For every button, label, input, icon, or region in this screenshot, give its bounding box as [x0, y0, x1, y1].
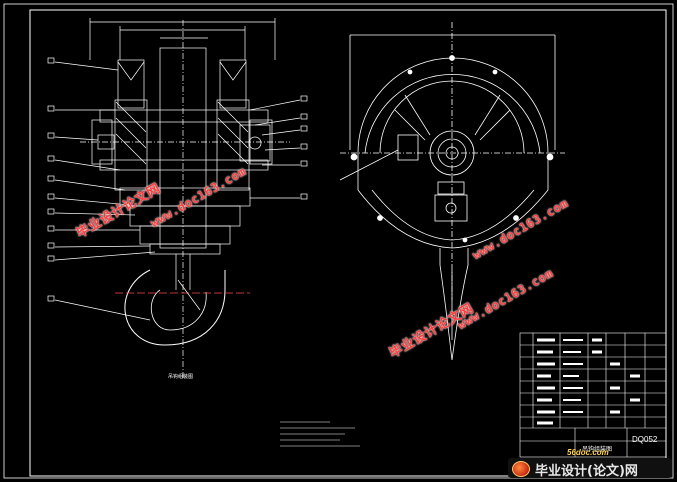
front-section-view [47, 18, 308, 380]
title-block [519, 332, 667, 458]
site-url: 56doc.com [567, 448, 609, 457]
brand-text: 毕业设计(论文)网 [535, 464, 638, 479]
brand-banner [508, 458, 672, 478]
drawing-name: 吊钩组装图 [582, 447, 613, 453]
brand-logo-icon [512, 461, 530, 477]
drawing-frame [29, 9, 667, 477]
technical-notes [280, 421, 360, 447]
view-label: 吊钩组装图 [168, 374, 194, 380]
drawing-code: DQ052 [632, 435, 658, 444]
side-view [339, 22, 565, 361]
drawing-border [3, 3, 674, 479]
